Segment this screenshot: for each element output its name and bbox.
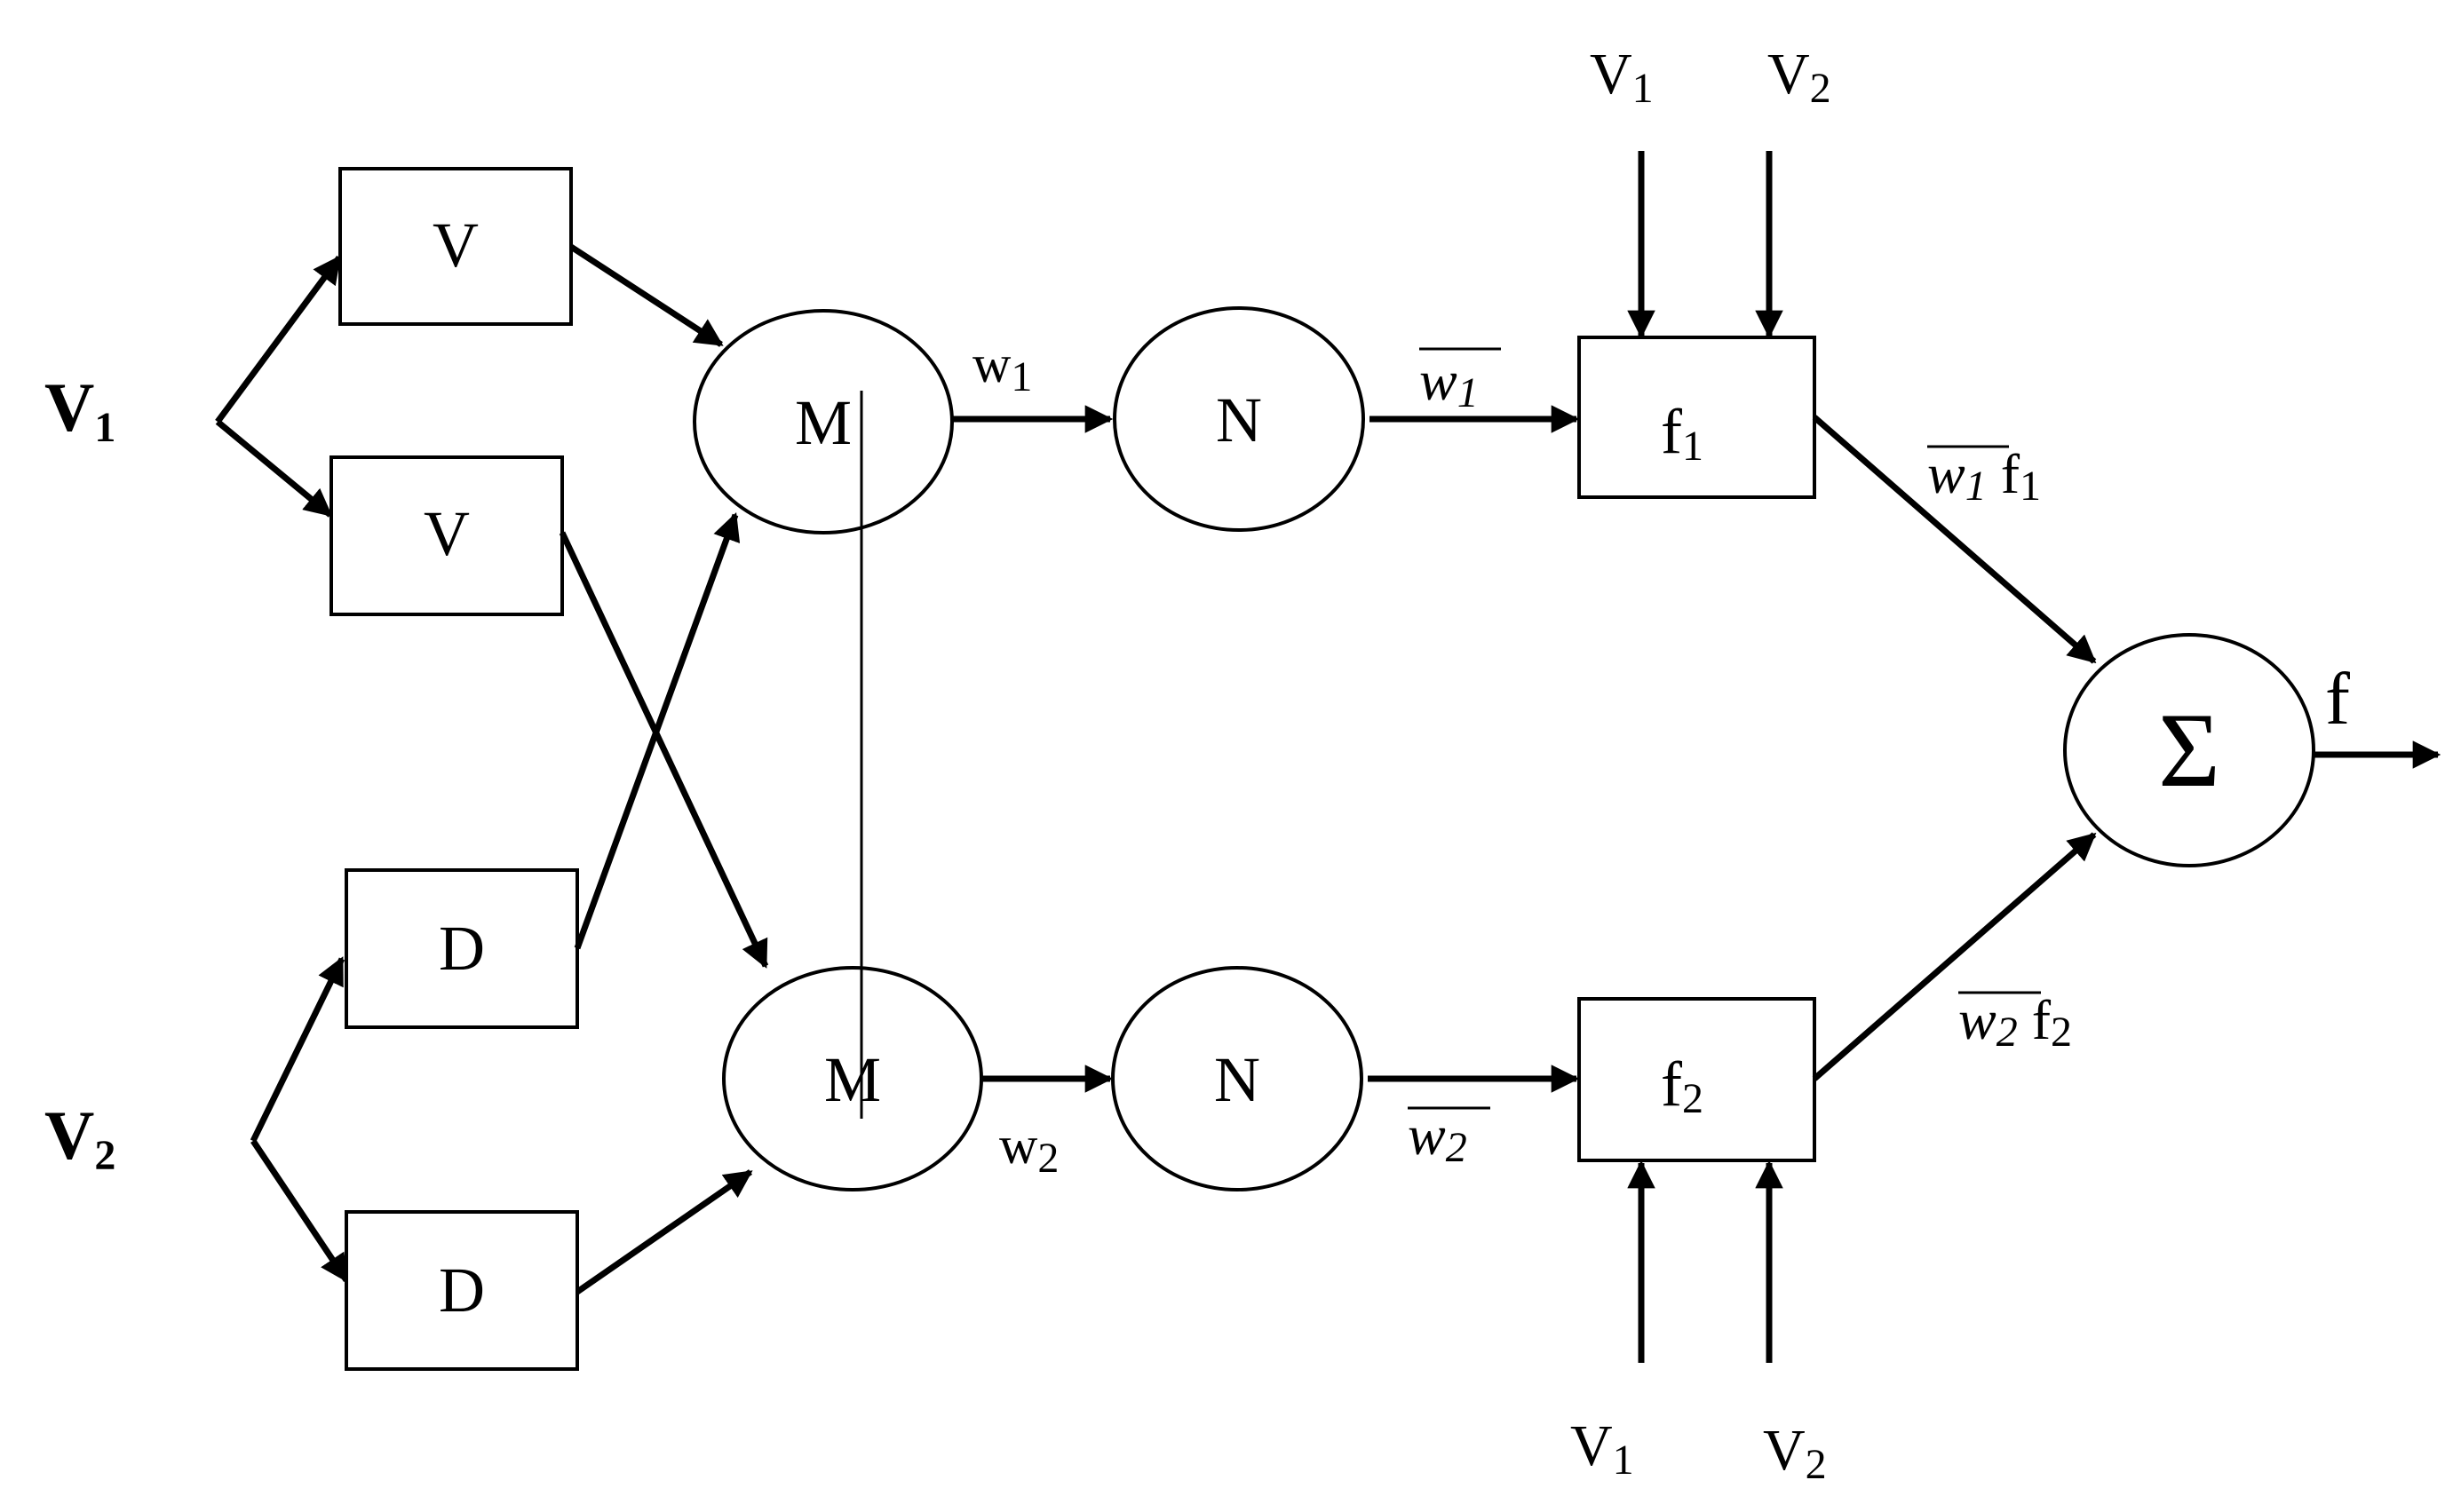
edge-f2-to-sum (1812, 832, 2097, 1081)
edge-w1-label: w1 (972, 335, 1032, 400)
sum-icon: Σ (2158, 691, 2220, 809)
membership-box-v-bottom (329, 455, 564, 616)
membership-box-d-bottom-label: D (439, 1255, 485, 1326)
normalize-node-n-top-label: N (1216, 384, 1262, 455)
f1-input-v1-label: V1 (1590, 42, 1654, 112)
normalize-node-n-bottom (1111, 966, 1363, 1191)
edge-d-bottom-to-m-bottom (576, 1169, 753, 1294)
membership-box-v-bottom-label: V (424, 498, 470, 569)
edge-v-bottom-to-m-bottom (559, 531, 769, 969)
membership-box-v-top-label: V (433, 210, 479, 281)
rule-node-m-bottom-label: M (824, 1044, 881, 1115)
rule-node-m-top-label: M (795, 387, 852, 458)
f2-input-v1-label: V1 (1570, 1413, 1634, 1484)
edge-w2-label: w2 (999, 1116, 1059, 1182)
edge-w2f2-label: w2 f2 (1958, 988, 2072, 1056)
membership-box-d-top-label: D (439, 913, 485, 984)
normalize-node-n-top (1113, 306, 1365, 532)
membership-box-d-top (345, 868, 579, 1029)
consequent-box-f2-label: f2 (1661, 1049, 1703, 1122)
edge-v2-to-d-top (250, 956, 345, 1143)
edge-v1-to-v-top (215, 255, 342, 424)
consequent-box-f1 (1577, 336, 1816, 499)
f2-input-v2-label: V2 (1763, 1418, 1827, 1488)
normalize-node-n-bottom-label: N (1214, 1044, 1260, 1115)
consequent-box-f1-label: f1 (1661, 396, 1703, 470)
input-v2-label: V2 (44, 1096, 115, 1179)
edge-d-top-to-m-top (574, 512, 741, 950)
edge-v-top-to-m-top (569, 244, 724, 347)
consequent-box-f2 (1577, 997, 1816, 1162)
membership-box-v-top (338, 167, 573, 326)
edge-w1-bar-label: w1 (1419, 349, 1479, 416)
input-v1-label: V1 (44, 368, 115, 451)
edge-f1-to-sum (1812, 415, 2097, 664)
edge-v1-to-v-bottom (215, 419, 333, 518)
edge-w2-bar-label: w2 (1408, 1104, 1467, 1171)
output-f-label: f (2325, 658, 2350, 740)
edge-v2-to-d-bottom (250, 1139, 349, 1283)
f1-input-v2-label: V2 (1767, 42, 1831, 112)
sum-node (2063, 633, 2315, 867)
edge-w1f1-label: w1 f1 (1927, 442, 2041, 510)
